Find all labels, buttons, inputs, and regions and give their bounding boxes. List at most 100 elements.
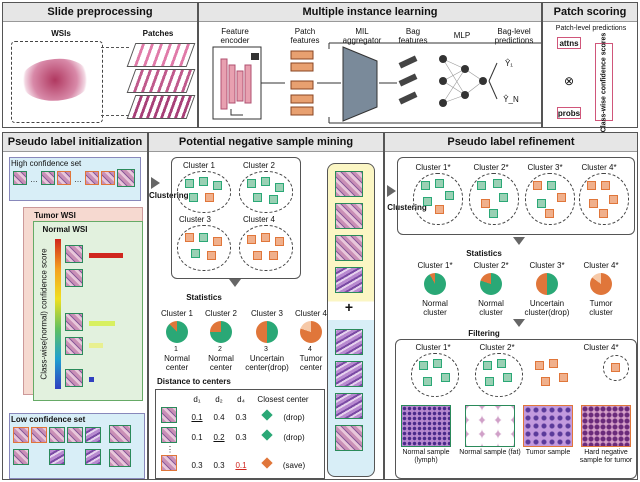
patch-thumb [13, 427, 29, 443]
table-head: d₁ [193, 395, 201, 404]
patch-thumb [65, 313, 83, 331]
patch-square [611, 363, 620, 372]
cluster-label: Cluster 1* [415, 163, 451, 172]
center-num: 4 [308, 346, 312, 353]
center-num: 1 [174, 346, 178, 353]
patch-thumb [65, 245, 83, 263]
clustering-label: Clustering [149, 191, 189, 200]
patch-square [199, 233, 208, 242]
patch-square [433, 359, 442, 368]
patch-thumb [335, 329, 363, 355]
patch-thumb [65, 369, 83, 387]
slide-preprocessing-section: Slide preprocessing WSIs Patches [2, 2, 198, 128]
patch-square [269, 251, 278, 260]
statistics-label: Statistics [466, 249, 502, 258]
cluster-pie [256, 321, 278, 343]
patch-thumb [57, 171, 71, 185]
patch-square [499, 193, 508, 202]
filtering-label: Filtering [468, 329, 500, 338]
clustering-label: Clustering [387, 203, 427, 212]
cluster-label: Cluster 4 [294, 309, 327, 318]
plus-icon: + [344, 299, 354, 315]
cluster-blob [525, 173, 575, 225]
normal-wsi-panel [33, 221, 143, 401]
sample-label: Hard negative sample for tumor [579, 449, 633, 464]
center-num: 3 [264, 346, 268, 353]
mil-diagram [212, 42, 541, 124]
cluster-label: Cluster 3 [250, 309, 283, 318]
patch-square [489, 209, 498, 218]
refine-section: Pseudo label refinement Clustering Clust… [384, 132, 638, 480]
distance-value: 0.3 [235, 433, 247, 442]
tumor-wsi-label: Tumor WSI [34, 211, 76, 220]
cluster-pie [166, 321, 188, 343]
table-head: Closest center [257, 395, 309, 404]
patch-tile [126, 69, 196, 93]
patch-thumb [109, 425, 131, 443]
table-head: d₄ [237, 395, 245, 404]
patch-scoring-section: Patch scoring Patch-level predictions at… [542, 2, 638, 132]
cluster-label: Cluster 3 [178, 215, 211, 224]
multiply-symbol: ⊗ [563, 74, 575, 88]
patch-thumb [41, 171, 55, 185]
cluster-label: Cluster 2* [473, 261, 509, 270]
patch-square [445, 191, 454, 200]
patch-thumb [65, 269, 83, 287]
patch-square [423, 197, 432, 206]
high-confidence-label: High confidence set [11, 159, 82, 168]
cluster-blob [603, 355, 629, 381]
aggregator-label: MIL aggregator [342, 27, 382, 45]
action-label: (drop) [283, 433, 305, 442]
cluster-blob [239, 225, 293, 271]
patch-square [421, 181, 430, 190]
ellipsis: … [74, 175, 82, 184]
arrow-icon [151, 177, 160, 189]
confidence-axis-text: Class-wise(normal) confidence score [39, 248, 49, 380]
patch-pred-label: Patch-level predictions [555, 25, 627, 32]
cluster-blob [579, 173, 629, 225]
section-title: Patch scoring [543, 3, 637, 22]
patch-thumb [85, 449, 101, 465]
patch-square [547, 181, 556, 190]
patch-square [419, 361, 428, 370]
patch-square [253, 251, 262, 260]
cluster-label: Cluster 2 [242, 161, 275, 170]
sample-label: Normal sample (lymph) [402, 449, 450, 464]
mlp-label: MLP [453, 31, 471, 40]
patch-square [199, 177, 208, 186]
cluster-blob [413, 173, 463, 225]
cluster-blob [469, 173, 519, 225]
cluster-label: Cluster 4* [583, 261, 619, 270]
patch-square [609, 195, 618, 204]
patch-square [497, 359, 506, 368]
cluster-pie [210, 321, 232, 343]
stat-label: Normal cluster [478, 299, 504, 317]
cluster-label: Cluster 4* [581, 163, 617, 172]
action-label: (drop) [283, 413, 305, 422]
ellipsis: ⋮ [166, 445, 174, 454]
patch-square [483, 361, 492, 370]
sample-image-fat [465, 405, 515, 447]
cluster-blob [411, 353, 459, 397]
patch-thumb [101, 171, 115, 185]
patch-thumb [335, 235, 363, 261]
patch-square [559, 373, 568, 382]
class-wise-scores-box: Class-wise confidence scores [595, 32, 613, 132]
distance-label: Distance to centers [157, 377, 231, 386]
cluster-blob [475, 353, 523, 397]
filtered-box [395, 339, 637, 479]
cluster-pie [590, 273, 612, 295]
cluster-label: Cluster 1 [182, 161, 215, 170]
patch-square [537, 199, 546, 208]
sample-image-lymph [401, 405, 451, 447]
cluster-pie [536, 273, 558, 295]
distance-value: 0.1 [191, 413, 203, 422]
patch-square [541, 377, 550, 386]
patch-thumb [13, 171, 27, 185]
patch-thumb [85, 171, 99, 185]
patch-square [261, 177, 270, 186]
distance-value: 0.1 [235, 461, 247, 470]
arrow-icon [513, 319, 525, 327]
distance-value: 0.3 [235, 413, 247, 422]
patch-square [253, 193, 262, 202]
